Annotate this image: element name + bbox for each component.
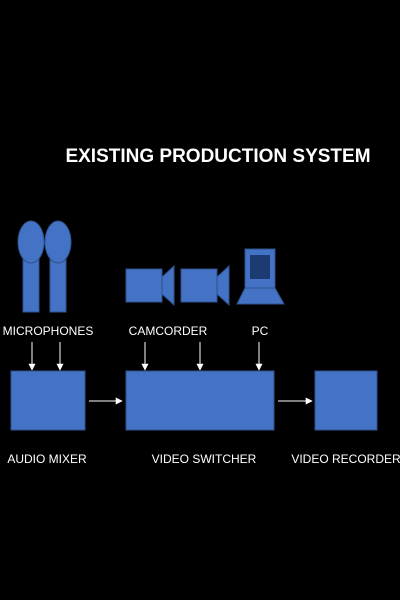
video-recorder-label: VIDEO RECORDER (291, 452, 400, 466)
camcorder-icon (180, 264, 230, 307)
diagram-title: EXISTING PRODUCTION SYSTEM (65, 146, 370, 167)
video-switcher-label: VIDEO SWITCHER (152, 452, 257, 466)
video-recorder-box (314, 370, 378, 431)
camcorder-label: CAMCORDER (129, 324, 208, 338)
microphone-icon (17, 220, 45, 313)
laptop-icon (236, 248, 285, 305)
audio-mixer-label: AUDIO MIXER (7, 452, 87, 466)
microphone-icon (44, 220, 72, 313)
microphones-label: MICROPHONES (3, 324, 94, 338)
video-switcher-box (125, 370, 275, 431)
microphones-icon-group (17, 220, 72, 313)
audio-mixer-box (10, 370, 86, 431)
camcorder-icon (125, 264, 175, 307)
camcorders-icon-group (125, 264, 230, 307)
pc-label: PC (252, 324, 269, 338)
